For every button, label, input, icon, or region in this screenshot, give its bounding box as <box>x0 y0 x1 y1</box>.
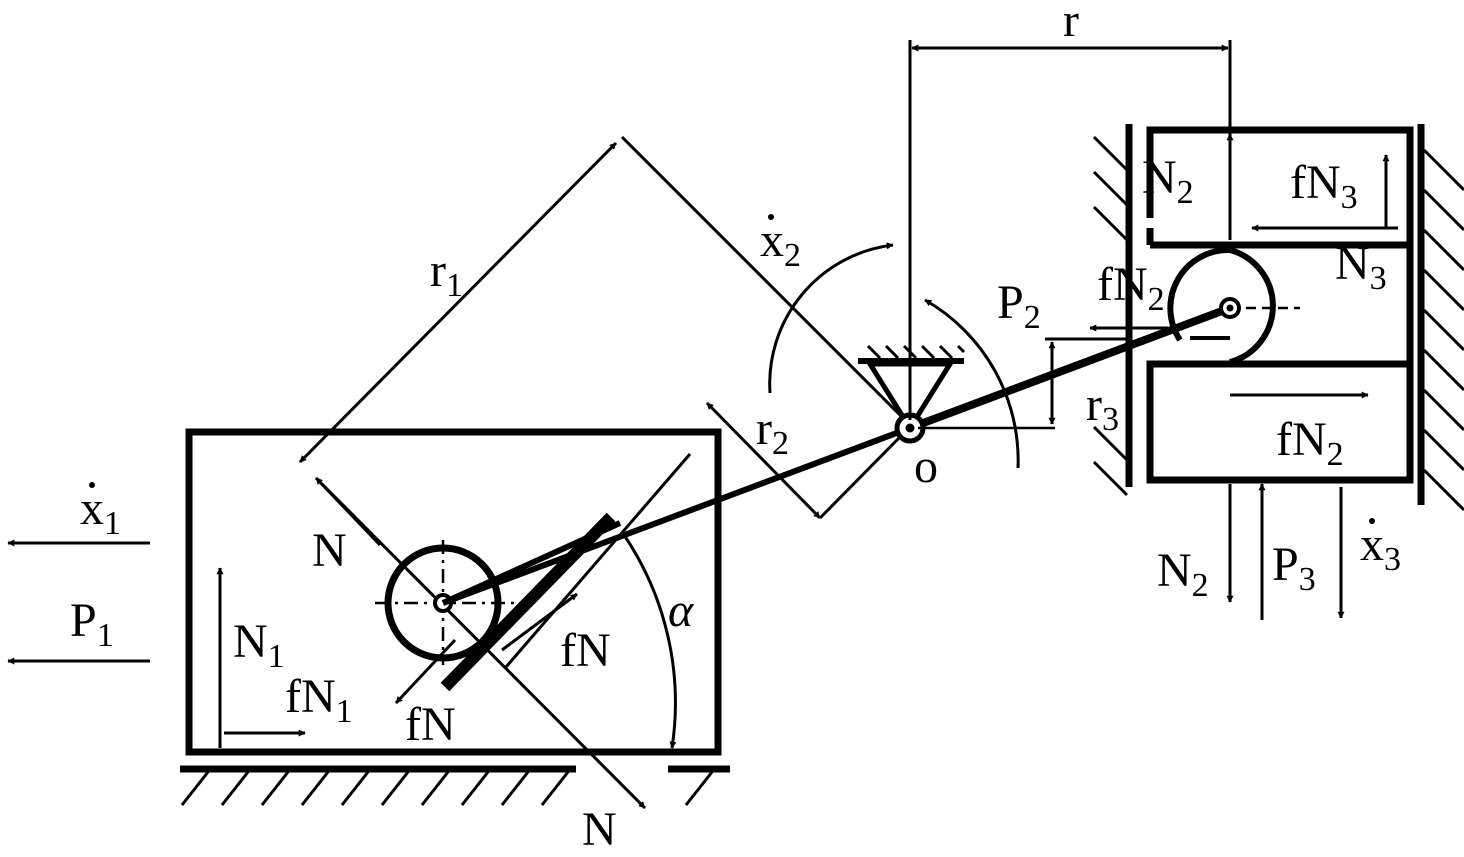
x1-dot <box>89 482 95 488</box>
label-n1: N1 <box>233 615 285 675</box>
label-r2: r2 <box>756 402 789 462</box>
label-p2: P2 <box>997 276 1041 336</box>
label-n-upper: N <box>312 524 347 577</box>
x2-rotation-arc <box>768 242 894 394</box>
normal-arrow-upper <box>314 476 382 547</box>
x2-dot <box>768 214 774 220</box>
r3-dimension <box>1045 337 1130 425</box>
forces-left <box>7 539 578 748</box>
label-x2: x2 <box>760 214 801 274</box>
slider-block-3 <box>1146 126 1414 484</box>
forces-right <box>1089 133 1398 620</box>
ground-hatching <box>180 765 730 806</box>
label-p3: P3 <box>1272 538 1316 598</box>
x3-dot <box>1369 518 1375 524</box>
label-n-lower: N <box>582 803 617 856</box>
guide-walls <box>1092 124 1464 512</box>
label-x3: x3 <box>1360 518 1401 578</box>
inclined-slot <box>440 453 692 692</box>
label-p1: P1 <box>70 594 114 654</box>
label-fn2-left: fN2 <box>1097 258 1165 318</box>
label-alpha: α <box>668 584 694 637</box>
roller-3 <box>1167 246 1300 365</box>
label-r1: r1 <box>430 244 463 304</box>
label-fn3: fN3 <box>1290 156 1358 216</box>
label-fn-lower: fN <box>405 698 456 751</box>
label-fn2-right: fN2 <box>1276 413 1344 473</box>
alpha-arc <box>620 531 677 749</box>
label-r3: r3 <box>1086 378 1119 438</box>
label-fn-upper: fN <box>560 624 611 677</box>
r1-dimension <box>298 135 907 464</box>
label-x1: x1 <box>80 482 121 542</box>
label-fn1: fN1 <box>285 670 353 730</box>
label-n2-bottom: N2 <box>1157 544 1209 604</box>
p2-arc <box>924 298 1020 469</box>
label-o: o <box>914 440 938 493</box>
label-n2-top: N2 <box>1142 151 1194 211</box>
label-n3: N3 <box>1335 237 1387 297</box>
r2-dimension <box>705 401 902 520</box>
label-r: r <box>1063 0 1079 47</box>
r-dimension <box>908 40 1232 420</box>
